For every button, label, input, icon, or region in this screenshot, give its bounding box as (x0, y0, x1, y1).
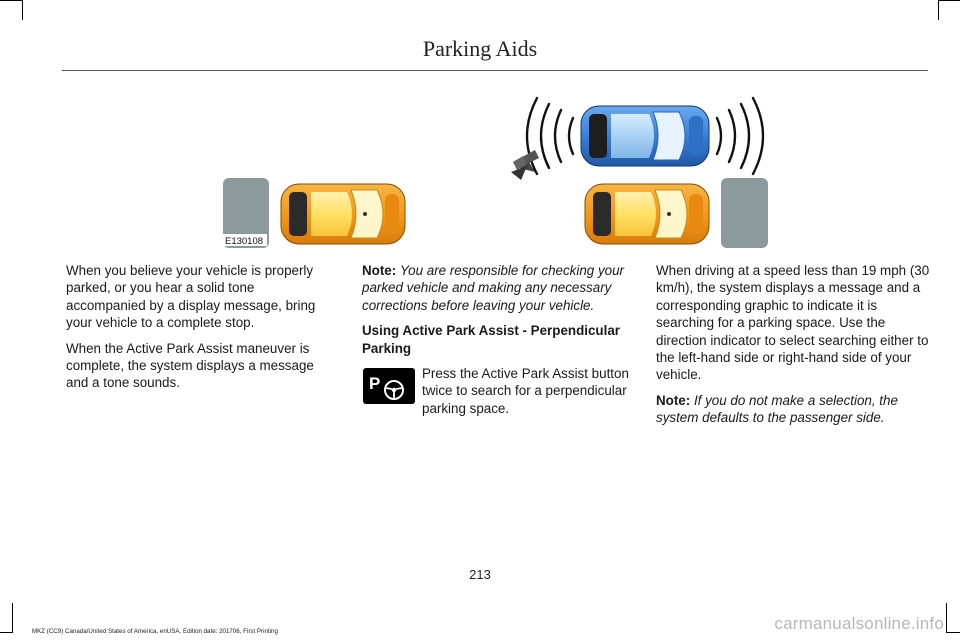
sensor-wave-left-icon (525, 96, 575, 176)
crop-mark (0, 632, 12, 633)
crop-mark (938, 0, 939, 20)
sensor-wave-right-icon (715, 96, 765, 176)
note: Note: If you do not make a selection, th… (656, 392, 930, 427)
moving-car (580, 105, 710, 167)
button-instruction: P Press the Active Park Assist button tw… (362, 365, 634, 429)
paragraph: When the Active Park Assist maneuver is … (66, 340, 314, 391)
note-text: You are responsible for checking your pa… (362, 263, 625, 313)
note: Note: You are responsible for checking y… (362, 262, 634, 314)
svg-text:P: P (369, 374, 380, 393)
middle-column: Note: You are responsible for checking y… (362, 262, 634, 429)
curb-block (223, 178, 269, 248)
page-title: Parking Aids (422, 36, 538, 61)
parked-car-right (584, 183, 710, 245)
crop-mark (0, 0, 22, 1)
section-heading: Using Active Park Assist - Perpendicular… (362, 323, 620, 356)
crop-mark (946, 632, 960, 633)
button-instruction-text: Press the Active Park Assist button twic… (422, 366, 629, 416)
left-column: When you believe your vehicle is properl… (66, 262, 336, 400)
header-divider (62, 70, 928, 71)
paragraph: When you believe your vehicle is properl… (66, 263, 316, 331)
crop-mark (938, 0, 960, 1)
crop-mark (946, 603, 947, 633)
page-number: 213 (469, 567, 491, 582)
parked-car-left (280, 183, 406, 245)
note-label: Note: (656, 392, 691, 408)
right-column: When driving at a speed less than 19 mph… (656, 262, 930, 435)
figure-code: E130108 (225, 236, 263, 247)
crop-mark (12, 603, 13, 633)
active-park-assist-icon: P (363, 368, 415, 405)
note-label: Note: (362, 263, 397, 278)
paragraph: When driving at a speed less than 19 mph… (656, 263, 930, 383)
watermark: carmanualsonline.info (774, 614, 944, 633)
note-text: If you do not make a selection, the syst… (656, 392, 898, 426)
direction-arrow-icon (511, 150, 539, 180)
curb-block (721, 178, 768, 248)
perpendicular-parking-illustration: E130108 (223, 96, 768, 248)
footer-edition: MKZ (CC9) Canada/United States of Americ… (32, 628, 278, 635)
crop-mark (22, 0, 23, 20)
